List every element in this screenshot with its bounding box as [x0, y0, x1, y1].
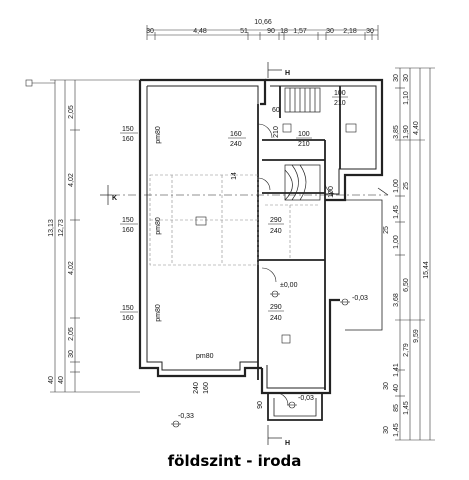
door-label-60: 60	[272, 107, 280, 114]
right-tertiary-dimension: 4,40	[413, 121, 420, 135]
right-dim-seg-13: 30	[403, 74, 410, 82]
building-walls	[138, 78, 384, 421]
window-9-bottom: 160	[203, 382, 210, 394]
right-dim-seg-1: 1,10	[403, 91, 410, 105]
sill-label-2: pm80	[155, 217, 162, 235]
top-dim-seg-7: 30	[326, 28, 334, 35]
left-dim-seg-4: 2,05	[68, 327, 75, 341]
right-dim-seg-3: 1,90	[403, 125, 410, 139]
window-7-bottom: 240	[270, 228, 282, 235]
plan-title: földszint - iroda	[167, 452, 302, 470]
right-dim-seg-16: 1,00	[393, 179, 400, 193]
right-secondary-dimension: 9,59	[413, 329, 420, 343]
window-2-top: 150	[122, 217, 134, 224]
right-total-dimension: 15,44	[423, 261, 430, 279]
section-marker-k: K	[112, 195, 117, 202]
left-dim-seg-5: 30	[68, 350, 75, 358]
door-label-14: 14	[231, 172, 238, 180]
top-dim-seg-8: 2,18	[343, 28, 357, 35]
top-dim-seg-4: 90	[267, 28, 275, 35]
level-entrance: -0,03	[298, 395, 314, 402]
top-dim-seg-2: 4,48	[193, 28, 207, 35]
window-1-top: 150	[122, 126, 134, 133]
section-marker-h-bottom: H	[285, 440, 290, 447]
level-main-floor: ±0,00	[280, 282, 298, 289]
left-dim-seg-2: 4,02	[68, 173, 75, 187]
right-dim-seg-14: 30	[383, 382, 390, 390]
window-3-bottom: 160	[122, 315, 134, 322]
window-8-top: 290	[270, 304, 282, 311]
door-label-90: 90	[257, 401, 264, 409]
top-dim-seg-9: 30	[366, 28, 374, 35]
right-dim-seg-12: 30	[393, 74, 400, 82]
right-dim-seg-18: 40	[393, 384, 400, 392]
window-6-top: 100	[298, 131, 310, 138]
door-label-100: 100	[328, 186, 335, 198]
window-8-bottom: 240	[270, 315, 282, 322]
window-5-top: 100	[334, 90, 346, 97]
left-dim-seg-3: 4,02	[68, 261, 75, 275]
left-outer-dimension: 13,13	[48, 219, 55, 237]
right-dim-seg-10: 1,45	[403, 401, 410, 415]
left-inner-dimension: 12,73	[58, 219, 65, 237]
level-outside: -0,33	[178, 413, 194, 420]
top-dim-seg-5: 18	[280, 28, 288, 35]
window-4-bottom: 240	[230, 141, 242, 148]
window-6-bottom: 210	[298, 141, 310, 148]
top-dim-seg-1: 30	[146, 28, 154, 35]
room-tags	[195, 123, 357, 344]
window-1-bottom: 160	[122, 136, 134, 143]
top-dim-seg-3: 51	[240, 28, 248, 35]
right-dim-seg-6: 25	[383, 226, 390, 234]
sill-label-1: pm80	[155, 126, 162, 144]
window-5-bottom: 210	[334, 100, 346, 107]
level-terrace: -0,03	[352, 295, 368, 302]
window-3-top: 150	[122, 305, 134, 312]
sill-label-4: pm80	[196, 353, 214, 360]
right-dim-seg-15: 30	[383, 426, 390, 434]
left-dimension-chain	[50, 79, 140, 393]
left-dim-seg-7: 40	[48, 376, 55, 384]
right-dimension-chain	[395, 67, 435, 441]
top-total-dimension: 10,66	[254, 19, 272, 26]
corner-marker	[25, 79, 33, 87]
left-dim-seg-1: 2,05	[68, 105, 75, 119]
door-label-210: 210	[273, 126, 280, 138]
window-2-bottom: 160	[122, 227, 134, 234]
window-9-top: 240	[193, 382, 200, 394]
right-dim-seg-9: 2,79	[403, 343, 410, 357]
window-4-top: 160	[230, 131, 242, 138]
right-dim-seg-2: 3,85	[393, 125, 400, 139]
right-dim-seg-19: 85	[393, 404, 400, 412]
right-dim-seg-8: 3,68	[393, 293, 400, 307]
right-dim-seg-7: 6,50	[403, 278, 410, 292]
right-dim-seg-17: 1,41	[393, 363, 400, 377]
right-dim-seg-5: 1,00	[393, 235, 400, 249]
right-dim-seg-4: 1,45	[393, 205, 400, 219]
dashed-zone-lines	[149, 174, 318, 266]
right-dim-seg-11: 1,45	[393, 423, 400, 437]
window-7-top: 290	[270, 217, 282, 224]
left-dim-seg-6: 40	[58, 376, 65, 384]
level-markers	[171, 290, 350, 428]
top-dim-seg-6: 1,57	[293, 28, 307, 35]
staircase	[284, 87, 321, 201]
door-swings	[257, 123, 338, 406]
top-dimension-chain	[146, 25, 379, 40]
section-lines	[100, 62, 389, 445]
right-dim-seg-20: 25	[403, 182, 410, 190]
section-marker-h-top: H	[285, 70, 290, 77]
sill-label-3: pm80	[155, 304, 162, 322]
